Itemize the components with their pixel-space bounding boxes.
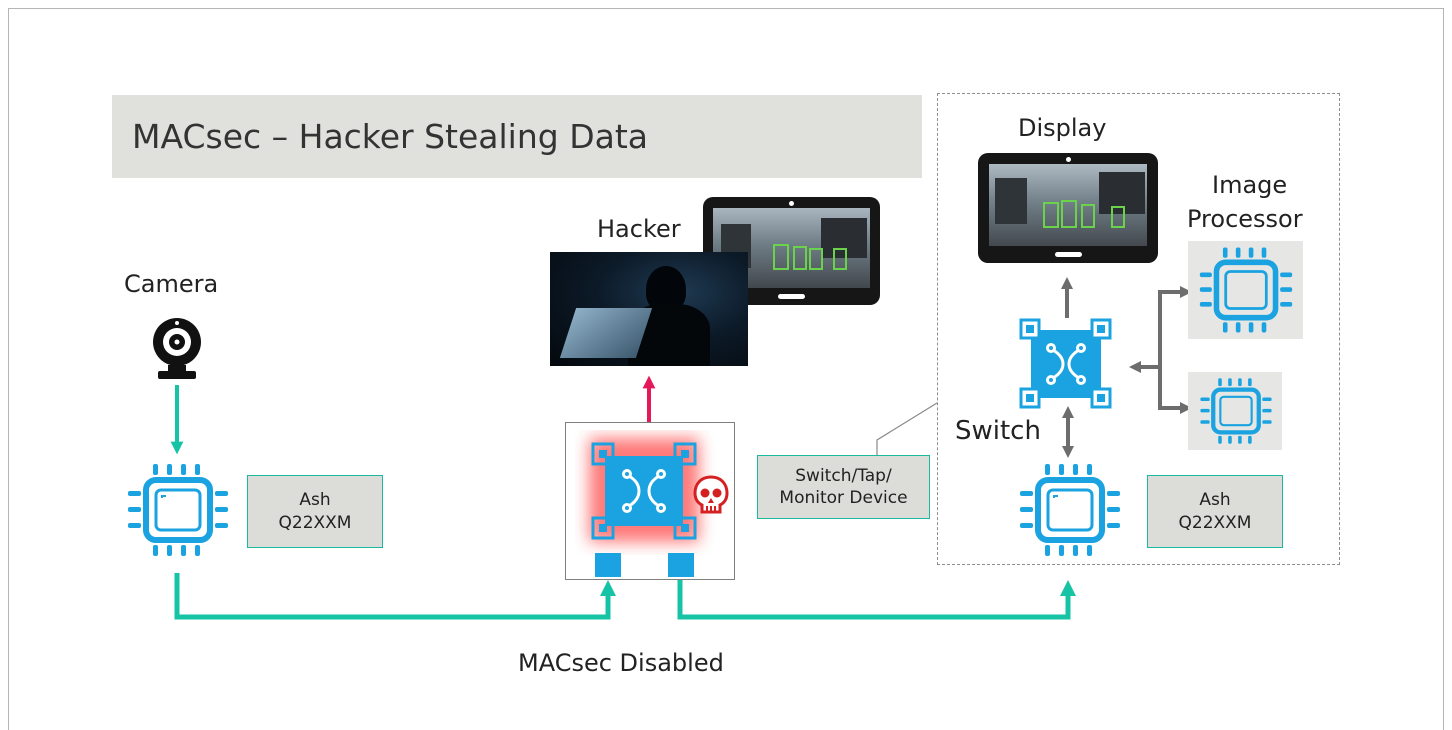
display-label: Display [1018, 114, 1107, 142]
ash-tag-left: Ash Q22XXM [247, 475, 383, 548]
switch-label: Switch [955, 416, 1041, 446]
network-switch-icon [1019, 318, 1112, 409]
hacker-photo [550, 252, 748, 366]
page-title: MACsec – Hacker Stealing Data [132, 117, 648, 156]
receiver-group [937, 93, 1340, 565]
hacker-label: Hacker [597, 215, 681, 243]
tap-device-tag-line1: Switch/Tap/ [795, 465, 892, 486]
webcam-icon [153, 318, 201, 379]
skull-icon [693, 475, 729, 514]
ash-tag-right-line1: Ash [1199, 490, 1231, 511]
tap-device-tag: Switch/Tap/ Monitor Device [757, 455, 930, 519]
ash-chip-icon-left [128, 464, 228, 556]
tablet-display-icon [978, 153, 1158, 263]
macsec-status-label: MACsec Disabled [518, 649, 724, 677]
tap-device-tag-line2: Monitor Device [779, 488, 908, 508]
chip-icon [1199, 247, 1293, 333]
chip-icon [1200, 378, 1272, 444]
ash-chip-icon-right [1020, 464, 1120, 556]
image-processor-label-line2: Processor [1187, 205, 1303, 233]
ash-tag-right-line2: Q22XXM [1178, 512, 1252, 533]
tap-port-left [595, 553, 621, 577]
title-banner: MACsec – Hacker Stealing Data [112, 95, 922, 178]
ash-tag-right: Ash Q22XXM [1147, 475, 1283, 548]
camera-label: Camera [124, 270, 219, 298]
tap-port-right [668, 553, 694, 577]
image-processor-label-line1: Image [1212, 171, 1288, 199]
network-switch-icon-compromised [589, 438, 699, 542]
ash-tag-left-line2: Q22XXM [278, 512, 352, 533]
ash-tag-left-line1: Ash [299, 490, 331, 511]
